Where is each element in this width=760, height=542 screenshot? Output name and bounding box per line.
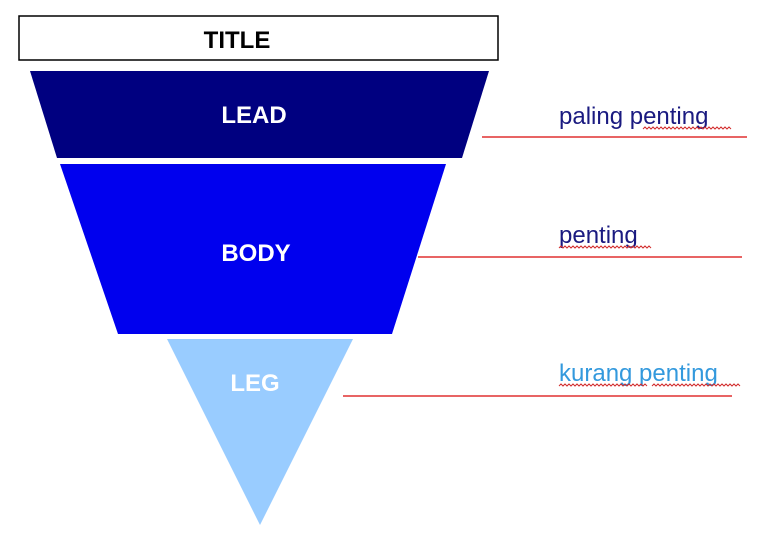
band-lead	[30, 71, 489, 158]
spellcheck-squiggle-lead	[642, 126, 732, 130]
spellcheck-squiggle-leg-2	[651, 383, 741, 387]
annotation-lead: paling penting	[559, 103, 708, 130]
annotation-body: penting	[559, 222, 638, 249]
band-label-leg: LEG	[230, 370, 279, 397]
band-label-lead: LEAD	[221, 102, 286, 129]
annotation-leg: kurang penting	[559, 360, 718, 387]
band-leg	[167, 339, 353, 525]
spellcheck-squiggle-body	[558, 245, 652, 249]
spellcheck-squiggle-leg-1	[558, 383, 648, 387]
title-text: TITLE	[204, 27, 271, 54]
title-box-frame	[18, 15, 499, 61]
title-box: TITLE	[18, 15, 499, 61]
band-label-body: BODY	[221, 240, 290, 267]
band-body	[60, 164, 446, 334]
